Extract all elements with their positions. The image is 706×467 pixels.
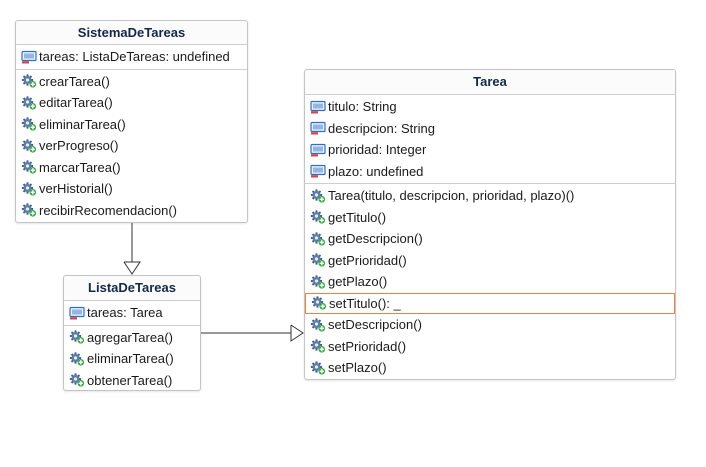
field-icon xyxy=(310,143,326,157)
method-row[interactable]: marcarTarea() xyxy=(16,157,247,179)
field-icon xyxy=(310,165,326,178)
method-gear-icon xyxy=(310,210,326,224)
attribute-row[interactable]: tareas: ListaDeTareas: undefined xyxy=(16,46,247,68)
class-title: ListaDeTareas xyxy=(64,276,200,301)
method-label: getDescripcion() xyxy=(328,231,423,247)
field-icon xyxy=(69,306,85,320)
method-label: verHistorial() xyxy=(39,181,113,197)
method-row[interactable]: obtenerTarea() xyxy=(64,370,200,391)
method-gear-icon xyxy=(310,232,326,246)
method-gear-icon xyxy=(310,318,326,332)
method-label: obtenerTarea() xyxy=(87,372,173,388)
class-title: Tarea xyxy=(305,70,675,95)
method-row[interactable]: setDescripcion() xyxy=(305,314,675,336)
method-gear-icon xyxy=(21,117,37,131)
method-label: getPlazo() xyxy=(328,274,388,290)
method-row[interactable]: setPlazo() xyxy=(305,357,675,379)
method-gear-icon xyxy=(69,330,85,344)
method-gear-icon xyxy=(21,96,37,110)
class-sistemadetareas[interactable]: SistemaDeTareas tareas: ListaDeTareas: u… xyxy=(15,20,248,223)
method-row-selected[interactable]: setTitulo(): _ xyxy=(305,292,675,314)
attribute-row[interactable]: prioridad: Integer xyxy=(305,139,675,161)
attribute-label: plazo: undefined xyxy=(328,163,424,179)
field-icon xyxy=(21,50,37,64)
method-gear-icon xyxy=(310,189,326,203)
method-row[interactable]: editarTarea() xyxy=(16,92,247,114)
attribute-row[interactable]: descripcion: String xyxy=(305,118,675,140)
attribute-label: descripcion: String xyxy=(328,120,435,136)
method-row[interactable]: getPlazo() xyxy=(305,271,675,293)
attribute-row[interactable]: titulo: String xyxy=(305,96,675,118)
method-row[interactable]: verHistorial() xyxy=(16,178,247,200)
attribute-label: prioridad: Integer xyxy=(328,142,427,158)
class-listadetareas[interactable]: ListaDeTareas tareas: Tarea agregarTarea… xyxy=(63,275,201,391)
method-row[interactable]: eliminarTarea() xyxy=(64,348,200,370)
class-title: SistemaDeTareas xyxy=(16,21,247,45)
method-gear-icon xyxy=(69,352,85,366)
method-label: setPrioridad() xyxy=(328,338,407,354)
class-tarea[interactable]: Tarea titulo: String descripcion: String p… xyxy=(304,69,676,380)
field-icon xyxy=(310,100,326,114)
attribute-label: tareas: ListaDeTareas: undefined xyxy=(39,49,230,65)
method-row[interactable]: Tarea(titulo, descripcion, prioridad, pl… xyxy=(305,185,675,207)
method-gear-icon xyxy=(69,373,85,387)
arrowhead-icon xyxy=(290,324,304,342)
method-row[interactable]: agregarTarea() xyxy=(64,327,200,349)
method-row[interactable]: setPrioridad() xyxy=(305,336,675,358)
method-label: recibirRecomendacion() xyxy=(39,202,177,218)
attributes-section: tareas: Tarea xyxy=(64,301,200,326)
method-label: editarTarea() xyxy=(39,95,113,111)
method-label: verProgreso() xyxy=(39,138,119,154)
attribute-label: tareas: Tarea xyxy=(87,305,163,321)
method-row[interactable]: getPrioridad() xyxy=(305,250,675,272)
method-label: setDescripcion() xyxy=(328,317,422,333)
methods-section: crearTarea() editarTarea() eliminarTarea()… xyxy=(16,70,247,223)
method-gear-icon xyxy=(310,253,326,267)
method-row[interactable]: getTitulo() xyxy=(305,207,675,229)
attribute-label: titulo: String xyxy=(328,99,397,115)
association-sistema-to-lista[interactable] xyxy=(123,223,141,275)
method-label: crearTarea() xyxy=(39,73,110,89)
method-gear-icon xyxy=(310,361,326,375)
methods-section: Tarea(titulo, descripcion, prioridad, pl… xyxy=(305,184,675,379)
method-gear-icon xyxy=(310,275,326,289)
method-row[interactable]: eliminarTarea() xyxy=(16,114,247,136)
method-row[interactable]: getDescripcion() xyxy=(305,228,675,250)
field-icon xyxy=(310,122,326,135)
attribute-row[interactable]: plazo: undefined xyxy=(305,161,675,183)
method-row[interactable]: crearTarea() xyxy=(16,71,247,93)
method-label: setPlazo() xyxy=(328,360,387,376)
method-label: eliminarTarea() xyxy=(39,116,126,132)
method-gear-icon xyxy=(21,74,37,88)
method-row[interactable]: verProgreso() xyxy=(16,135,247,157)
method-gear-icon xyxy=(21,160,37,174)
method-label: eliminarTarea() xyxy=(87,351,174,367)
attributes-section: tareas: ListaDeTareas: undefined xyxy=(16,45,247,70)
method-label: Tarea(titulo, descripcion, prioridad, pl… xyxy=(328,188,575,204)
method-gear-icon xyxy=(310,339,326,353)
method-gear-icon xyxy=(311,296,327,310)
method-row[interactable]: recibirRecomendacion() xyxy=(16,200,247,222)
method-label: setTitulo(): _ xyxy=(329,295,401,311)
method-gear-icon xyxy=(21,203,37,217)
method-label: agregarTarea() xyxy=(87,329,173,345)
arrowhead-icon xyxy=(123,261,141,275)
attributes-section: titulo: String descripcion: String priorid… xyxy=(305,95,675,184)
method-gear-icon xyxy=(21,139,37,153)
method-label: getTitulo() xyxy=(328,209,387,225)
method-label: getPrioridad() xyxy=(328,252,407,268)
methods-section: agregarTarea() eliminarTarea() obtenerTare… xyxy=(64,326,200,391)
association-lista-to-tarea[interactable] xyxy=(201,324,304,342)
attribute-row[interactable]: tareas: Tarea xyxy=(64,302,200,324)
method-label: marcarTarea() xyxy=(39,159,121,175)
method-gear-icon xyxy=(21,182,37,196)
